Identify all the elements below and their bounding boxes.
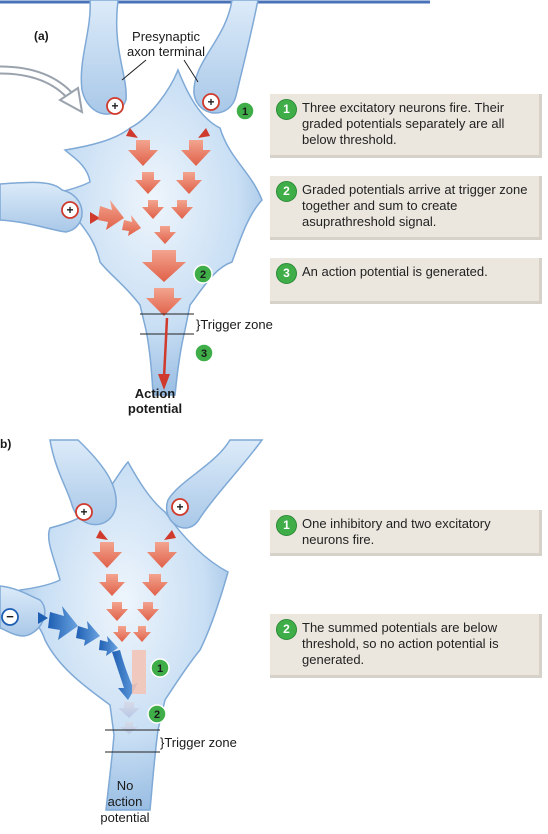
presynaptic-terminal-1 — [80, 0, 127, 115]
step-text: Graded potentials arrive at trigger zone… — [302, 182, 528, 229]
action-potential-label-line1: Action — [135, 386, 176, 401]
svg-text:+: + — [176, 500, 183, 514]
presynaptic-terminal-b-2 — [165, 439, 264, 529]
no-action-potential-line1: No — [117, 778, 134, 793]
synapse-marker — [90, 212, 100, 224]
step-box-a-2: 2 Graded potentials arrive at trigger zo… — [270, 176, 542, 240]
neuron-cell-body-a — [44, 67, 263, 396]
step-marker-b-1: 1 — [150, 658, 170, 678]
synapse-marker — [38, 612, 48, 624]
svg-text:+: + — [80, 505, 87, 519]
svg-text:−: − — [6, 609, 14, 624]
graded-potential-arrows-right-b — [133, 542, 177, 642]
svg-text:+: + — [207, 95, 214, 109]
svg-text:2: 2 — [154, 709, 160, 721]
step-number-badge: 1 — [276, 99, 297, 120]
presynaptic-label-line2: axon terminal — [127, 44, 205, 59]
no-action-potential-line2: action — [108, 794, 143, 809]
summed-arrow-b — [112, 650, 138, 700]
svg-text:1: 1 — [242, 106, 248, 118]
graded-potential-arrows-side-a — [98, 200, 141, 236]
leader-line — [183, 59, 199, 83]
step-box-b-1: 1 One inhibitory and two excitatory neur… — [270, 510, 542, 556]
synapse-marker — [198, 128, 210, 138]
summed-excitatory-b — [132, 650, 146, 694]
leader-line — [121, 59, 147, 81]
presynaptic-terminal-3 — [0, 181, 83, 233]
step-number-badge: 3 — [276, 263, 297, 284]
graded-potential-arrows-left-b — [92, 542, 131, 642]
excitatory-symbol-1: + — [106, 97, 124, 115]
inhibitory-symbol: − — [1, 608, 19, 626]
action-potential-arrowhead — [158, 374, 170, 390]
action-potential-arrow — [162, 317, 169, 379]
svg-text:1: 1 — [157, 663, 163, 675]
synapse-marker — [164, 530, 176, 540]
presynaptic-terminal-2 — [193, 0, 259, 114]
trigger-zone-label-b: }Trigger zone — [160, 735, 237, 750]
synapse-marker — [126, 128, 138, 138]
graded-potential-arrows-right-a — [171, 140, 211, 219]
step-number-badge: 2 — [276, 619, 297, 640]
step-text: Three excitatory neurons fire. Their gra… — [302, 100, 505, 147]
step-box-a-3: 3 An action potential is generated. — [270, 258, 542, 304]
pointer-arrowhead — [58, 86, 84, 114]
no-action-potential-line3: potential — [100, 810, 149, 825]
svg-text:3: 3 — [201, 348, 207, 360]
step-marker-a-1: 1 — [235, 101, 255, 121]
step-text: The summed potentials are below threshol… — [302, 620, 499, 667]
step-box-a-1: 1 Three excitatory neurons fire. Their g… — [270, 94, 542, 158]
step-marker-b-2: 2 — [147, 704, 167, 724]
step-marker-a-2: 2 — [193, 264, 213, 284]
presynaptic-label-line1: Presynaptic — [132, 29, 200, 44]
excitatory-symbol-2: + — [202, 93, 220, 111]
graded-potential-arrows-left-a — [128, 140, 164, 219]
excitatory-symbol-3: + — [61, 201, 79, 219]
excitatory-symbol-b-2: + — [171, 498, 189, 516]
svg-text:2: 2 — [200, 269, 206, 281]
step-text: One inhibitory and two excitatory neuron… — [302, 516, 491, 547]
inhibitory-arrows — [48, 606, 118, 656]
svg-text:+: + — [111, 99, 118, 113]
step-marker-a-3: 3 — [194, 343, 214, 363]
step-text: An action potential is generated. — [302, 264, 488, 279]
presynaptic-terminal-b-1 — [49, 439, 117, 526]
trigger-zone-label-a: }Trigger zone — [196, 317, 273, 332]
synapse-marker — [96, 530, 108, 540]
step-box-b-2: 2 The summed potentials are below thresh… — [270, 614, 542, 678]
excitatory-symbol-b-1: + — [75, 503, 93, 521]
faded-arrows-b — [118, 702, 140, 734]
svg-text:+: + — [66, 203, 73, 217]
step-number-badge: 2 — [276, 181, 297, 202]
step-number-badge: 1 — [276, 515, 297, 536]
action-potential-label-line2: potential — [128, 401, 182, 416]
summed-arrows-a — [142, 226, 186, 316]
panel-a-label: (a) — [34, 29, 49, 43]
panel-b-label: b) — [0, 437, 11, 451]
